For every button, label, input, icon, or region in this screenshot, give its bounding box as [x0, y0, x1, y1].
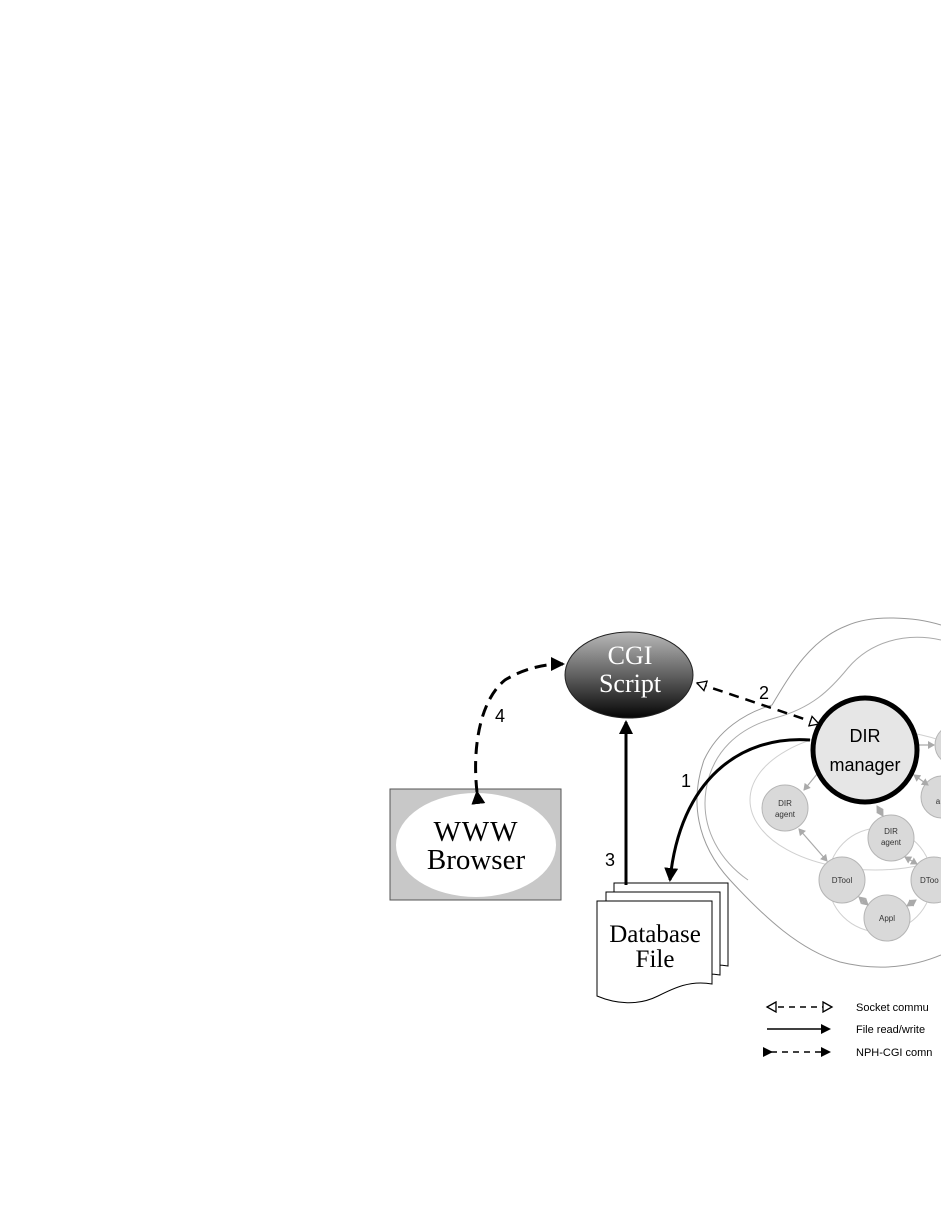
dir-manager-line2: manager — [829, 755, 900, 775]
node-cgi-script: CGI Script — [564, 631, 694, 719]
node-dtool-right: DToo — [910, 856, 941, 904]
step-label-1: 1 — [681, 771, 691, 791]
node-dir-manager: DIR manager — [810, 695, 920, 805]
dir-agent-center-line1: DIR — [884, 827, 898, 836]
arrow-4-nph-cgi — [471, 657, 565, 805]
network-cloud-outer — [696, 617, 941, 968]
dir-agent-left-line2: agent — [775, 810, 796, 819]
cgi-script-line1: CGI — [608, 641, 653, 670]
legend-file-label: File read/write — [856, 1024, 925, 1036]
node-appl: Appl — [863, 894, 911, 942]
appl-label: Appl — [879, 914, 895, 923]
legend-socket-label: Socket commu — [856, 1002, 929, 1014]
legend: Socket commu File read/write NPH-CGI com… — [763, 1002, 932, 1059]
legend-nph-label: NPH-CGI comn — [856, 1047, 932, 1059]
node-database-file: Database File — [596, 882, 729, 1004]
dir-agent-left-line1: DIR — [778, 799, 792, 808]
step-label-2: 2 — [759, 683, 769, 703]
step-label-3: 3 — [605, 850, 615, 870]
arrow-2-socket — [697, 683, 819, 724]
node-www-browser: WWW Browser — [389, 788, 562, 901]
database-file-line2: File — [636, 946, 675, 973]
www-browser-line2: Browser — [427, 844, 526, 876]
step-label-4: 4 — [495, 706, 505, 726]
arrow-1-file-write — [664, 738, 811, 882]
node-dtool-left: DTool — [818, 856, 866, 904]
dir-agent-right-line2: a — [936, 797, 941, 806]
node-top-right-partial — [934, 730, 941, 760]
cgi-script-line2: Script — [599, 669, 662, 698]
database-file-line1: Database — [609, 921, 701, 948]
node-dir-agent-right-partial: a — [920, 775, 941, 819]
dir-manager-line1: DIR — [850, 726, 881, 746]
node-dir-agent-center: DIR agent — [867, 814, 915, 862]
dtool-left-label: DTool — [832, 876, 853, 885]
dtool-right-label: DToo — [920, 876, 939, 885]
www-browser-line1: WWW — [433, 816, 518, 848]
dir-agent-center-line2: agent — [881, 838, 902, 847]
node-dir-agent-left: DIR agent — [761, 784, 809, 832]
